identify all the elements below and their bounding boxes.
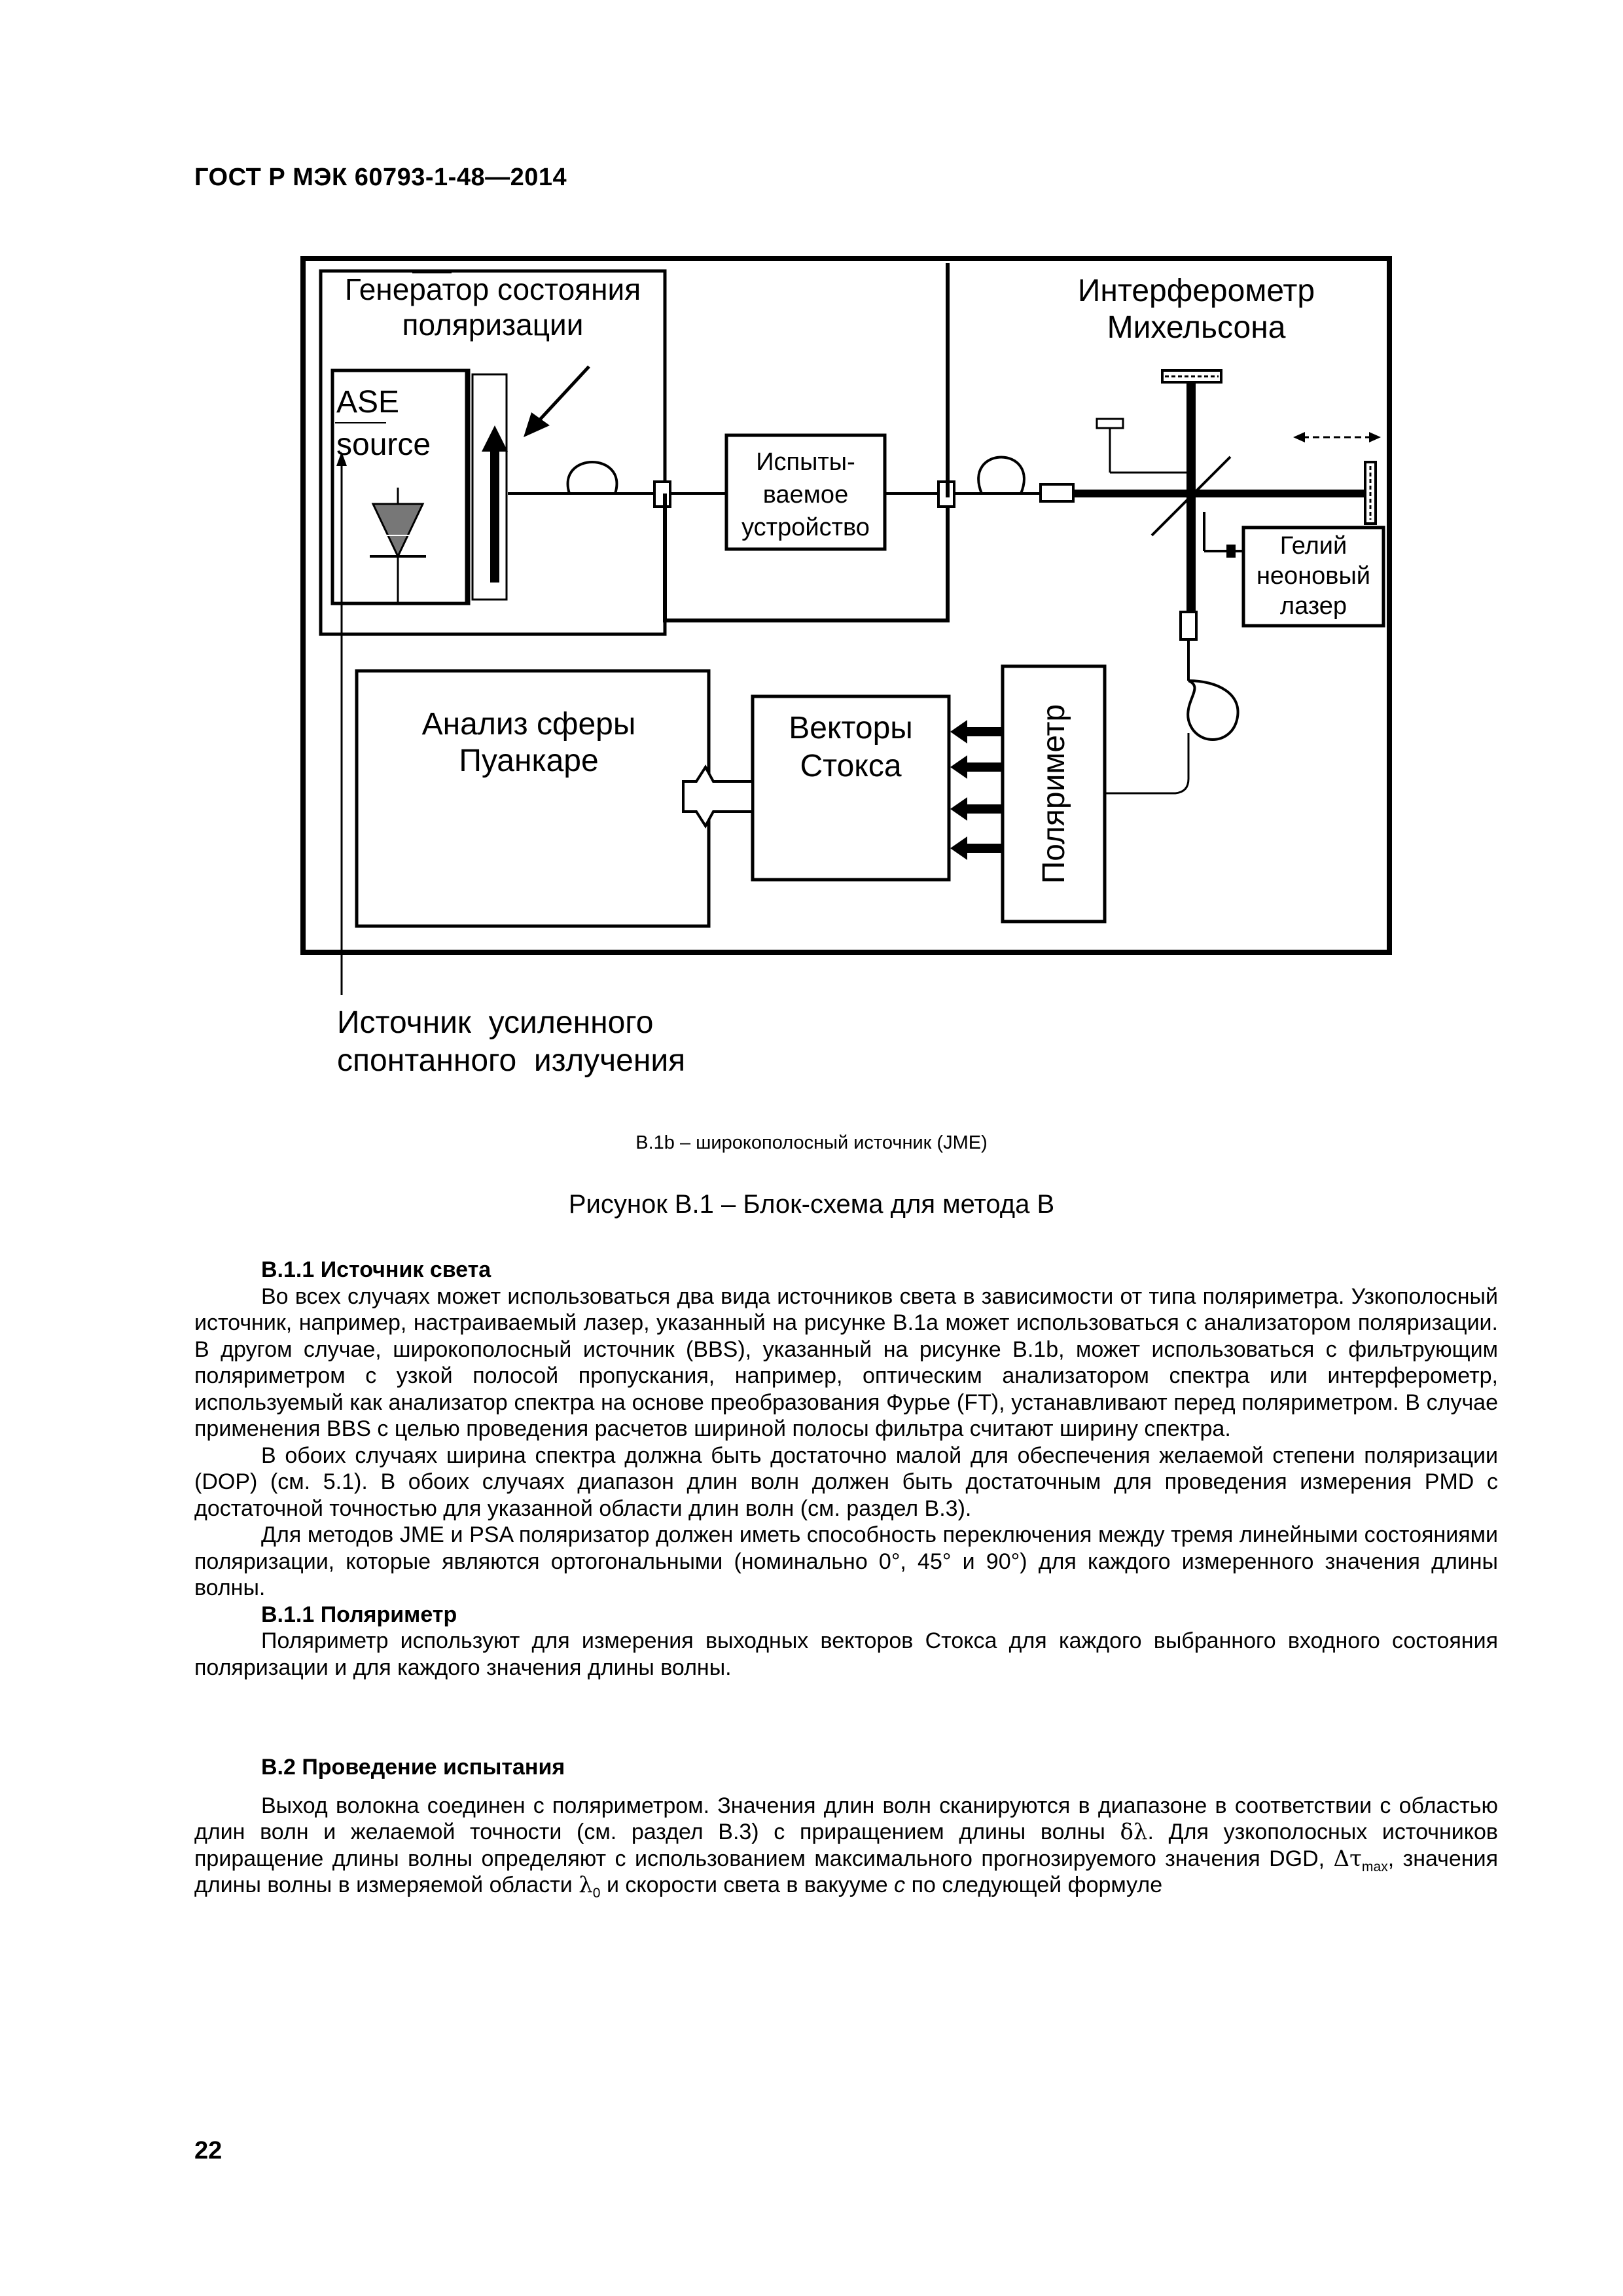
ase-label-line1: ASE: [336, 385, 399, 420]
section-heading: B.1.1 Источник света: [261, 1257, 491, 1282]
paragraph: Для методов JME и PSA поляризатор должен…: [194, 1522, 1498, 1600]
text-run: , значения длины волны в измеряемой обла…: [194, 1846, 1498, 1898]
polarimeter-label: Поляриметр: [1037, 704, 1071, 884]
ase-callout-line2: спонтанного излучения: [337, 1043, 685, 1078]
psg-label-line2: поляризации: [402, 308, 584, 342]
polarization-arrow-icon: [482, 425, 508, 583]
paragraph: Поляриметр используют для измерения выхо…: [194, 1628, 1498, 1680]
speed-of-light-symbol: c: [894, 1873, 906, 1897]
ase-callout-line1: Источник усиленного: [337, 1005, 653, 1040]
polarimeter-box: [1001, 664, 1107, 924]
mi-label-line2: Михельсона: [1107, 310, 1286, 345]
lambda-subscript: 0: [592, 1885, 601, 1901]
fiber-loop-2: [977, 456, 1026, 494]
beam-splitter: [1150, 456, 1232, 537]
stokes-arrows-icon: [950, 720, 1001, 860]
dut-label-line3: устройство: [741, 514, 870, 541]
text-run: по следующей формуле: [905, 1873, 1163, 1897]
psg-label-line1: Генератор состояния: [345, 272, 641, 306]
section-heading: B.2 Проведение испытания: [261, 1755, 565, 1780]
poincare-label-line2: Пуанкаре: [459, 744, 598, 778]
connector-1: [653, 480, 671, 508]
adjustment-pointer-icon: [524, 365, 590, 437]
figure-subcaption: B.1b – широкополосный источник (JME): [635, 1132, 988, 1153]
document-header: ГОСТ Р МЭК 60793-1-48—2014: [194, 164, 567, 191]
section-test-procedure: B.2 Проведение испытания Выход волокна с…: [194, 1754, 1498, 1901]
figure-caption: Рисунок В.1 – Блок-схема для метода В: [568, 1190, 1055, 1219]
polarizer-box: [471, 373, 508, 601]
text-run: . Для узкополосных источников приращение…: [194, 1820, 1498, 1871]
paragraph: Во всех случаях может использоваться два…: [194, 1283, 1498, 1442]
output-connector: [1179, 611, 1198, 641]
section-heading: B.1.1 Поляриметр: [261, 1602, 457, 1627]
lambda-symbol: λ: [579, 1872, 593, 1898]
text-run: Выход волокна соединен с поляриметром. З…: [194, 1793, 1498, 1845]
dut-label-line1: Испыты-: [756, 448, 855, 476]
paragraph: Выход волокна соединен с поляриметром. З…: [194, 1793, 1498, 1901]
outer-frame: [300, 256, 1392, 955]
fiber-loop-1: [566, 461, 618, 494]
ase-callout-pointer: [336, 452, 347, 995]
mi-label-line1: Интерферометр: [1078, 274, 1315, 308]
psg-box: [319, 269, 667, 636]
delta-lambda-symbol: δλ: [1120, 1819, 1148, 1845]
stokes-label-line1: Векторы: [789, 711, 913, 745]
hene-laser-box: [1241, 526, 1385, 628]
collimator: [1039, 483, 1075, 503]
data-bus-connector: [682, 764, 754, 829]
tau-subscript: max: [1361, 1859, 1388, 1874]
hene-label-line3: лазер: [1280, 592, 1347, 620]
movement-arrow-icon: [1293, 432, 1381, 442]
text-run: и скорости света в вакууме: [600, 1873, 895, 1897]
fiber-to-polarimeter-2: [1106, 733, 1190, 795]
page-number: 22: [194, 2137, 223, 2164]
ase-label-line2: source: [336, 427, 431, 462]
hene-label-line1: Гелий: [1280, 532, 1347, 560]
stokes-label-line2: Стокса: [800, 749, 901, 783]
dut-label-line2: ваемое: [763, 481, 848, 509]
ase-source-box: [330, 368, 471, 605]
section-light-source: B.1.1 Источник света Во всех случаях мож…: [194, 1257, 1498, 1681]
delta-tau-symbol: Δτ: [1333, 1845, 1362, 1872]
fiber-loop-3: [1186, 679, 1240, 741]
hene-label-line2: неоновый: [1257, 562, 1370, 590]
paragraph: В обоих случаях ширина спектра должна бы…: [194, 1443, 1498, 1521]
amplifier-icon: [370, 488, 426, 602]
block-diagram: Генератор состояния поляризации ASE sour…: [300, 256, 1392, 1078]
dut-bottom-frame: [663, 493, 950, 622]
detector-icon: [1096, 418, 1191, 474]
poincare-label-line1: Анализ сферы: [422, 707, 636, 742]
